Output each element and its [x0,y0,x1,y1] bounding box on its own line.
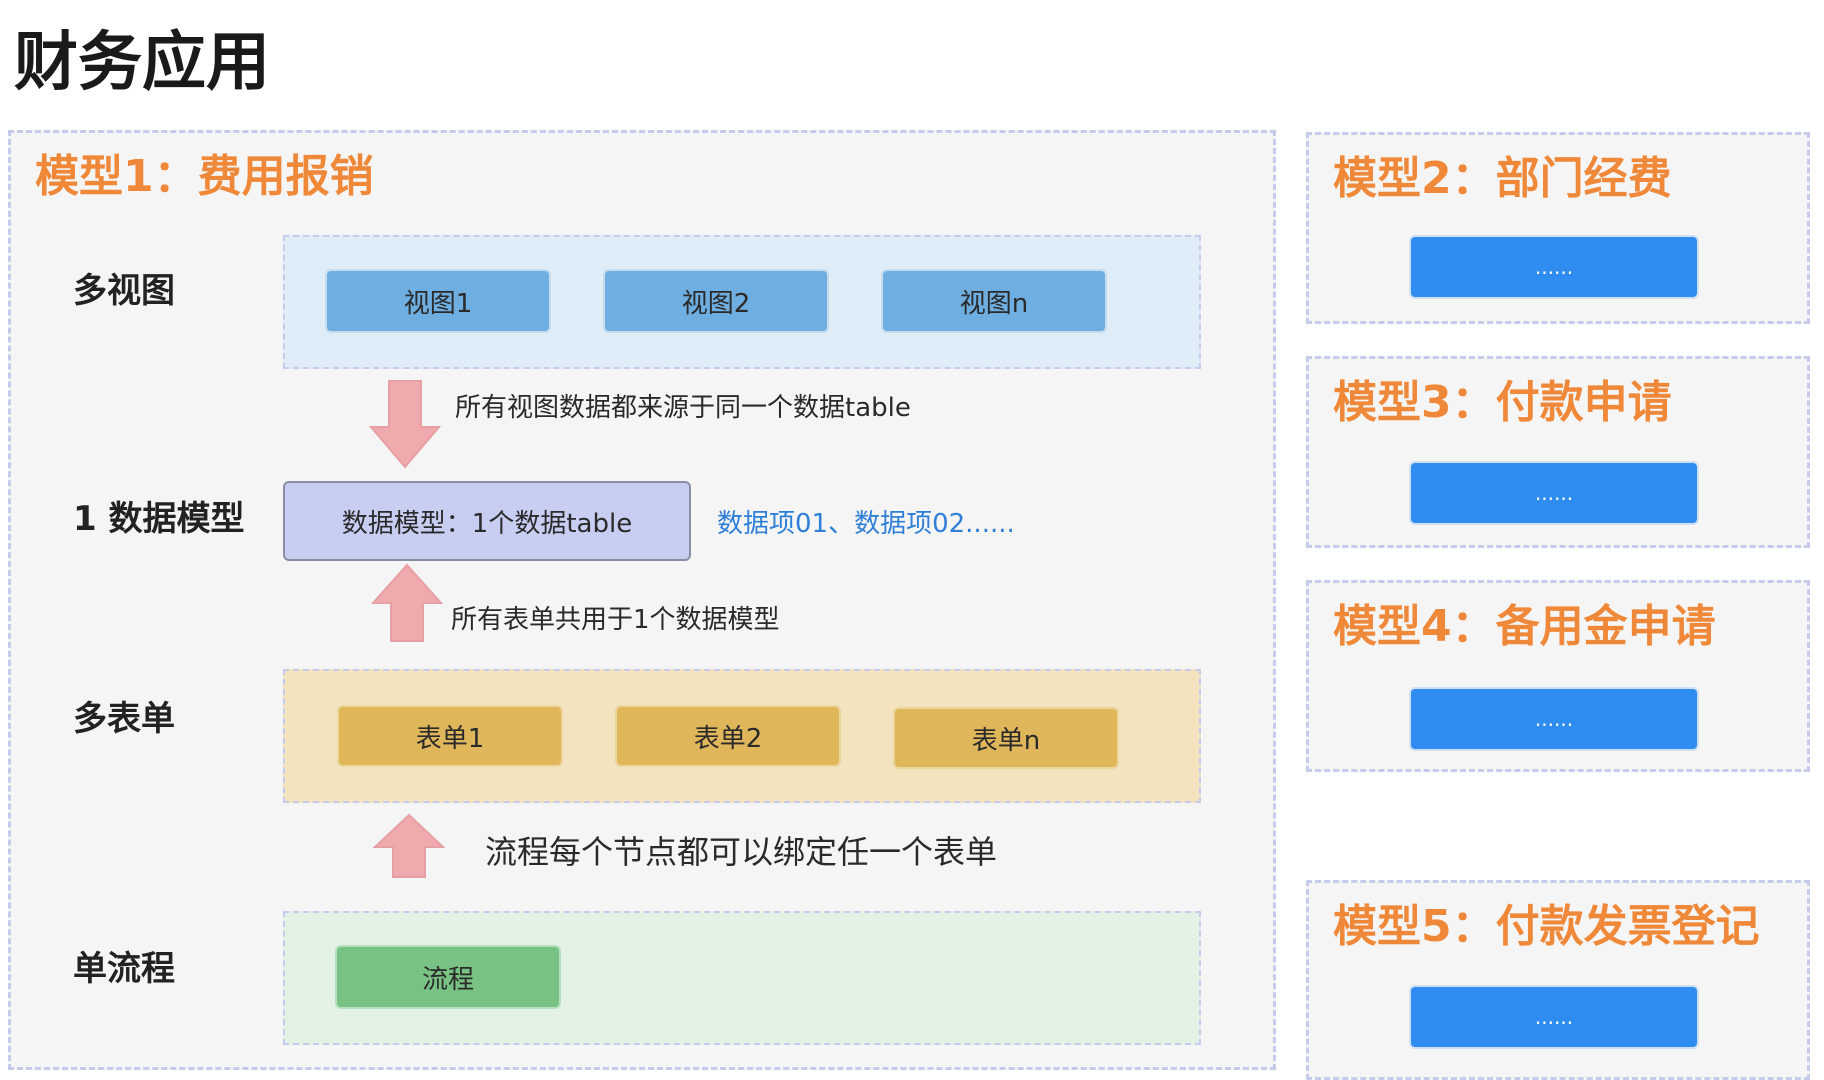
form-box-2[interactable]: 表单2 [615,705,841,767]
flow-row-label: 单流程 [73,949,175,989]
model-1-title: 模型1：费用报销 [35,151,374,202]
forms-band: 表单1 表单2 表单n [283,669,1201,803]
data-items-text: 数据项01、数据项02...... [717,509,1015,539]
data-model-row-label: 1 数据模型 [73,499,245,539]
views-band: 视图1 视图2 视图n [283,235,1201,369]
model-2-panel: 模型2：部门经费 ...... [1306,132,1810,324]
arrow-up-forms-icon [371,563,443,642]
data-model-box[interactable]: 数据模型：1个数据table [283,481,691,561]
model-5-title: 模型5：付款发票登记 [1333,901,1760,952]
flow-bind-note: 流程每个节点都可以绑定任一个表单 [485,833,998,871]
arrow-down-views-icon [369,380,441,469]
model-5-panel: 模型5：付款发票登记 ...... [1306,880,1810,1080]
form-box-1[interactable]: 表单1 [337,705,563,767]
model-3-title: 模型3：付款申请 [1333,377,1672,428]
model-5-button[interactable]: ...... [1409,985,1699,1049]
model-1-panel: 模型1：费用报销 多视图 视图1 视图2 视图n 所有视图数据都来源于同一个数据… [8,130,1276,1070]
forms-row-label: 多表单 [73,699,175,739]
form-box-n[interactable]: 表单n [893,707,1119,769]
view-box-n[interactable]: 视图n [881,269,1107,333]
model-3-panel: 模型3：付款申请 ...... [1306,356,1810,548]
views-source-note: 所有视图数据都来源于同一个数据table [455,393,911,423]
view-box-2[interactable]: 视图2 [603,269,829,333]
model-3-button[interactable]: ...... [1409,461,1699,525]
model-2-title: 模型2：部门经费 [1333,153,1672,204]
view-box-1[interactable]: 视图1 [325,269,551,333]
flow-band: 流程 [283,911,1201,1045]
flow-box[interactable]: 流程 [335,945,561,1009]
model-4-title: 模型4：备用金申请 [1333,601,1716,652]
views-row-label: 多视图 [73,271,175,311]
model-4-button[interactable]: ...... [1409,687,1699,751]
page-title: 财务应用 [14,26,270,100]
model-2-button[interactable]: ...... [1409,235,1699,299]
model-4-panel: 模型4：备用金申请 ...... [1306,580,1810,772]
arrow-up-flow-icon [373,813,445,878]
forms-share-note: 所有表单共用于1个数据模型 [451,605,780,635]
